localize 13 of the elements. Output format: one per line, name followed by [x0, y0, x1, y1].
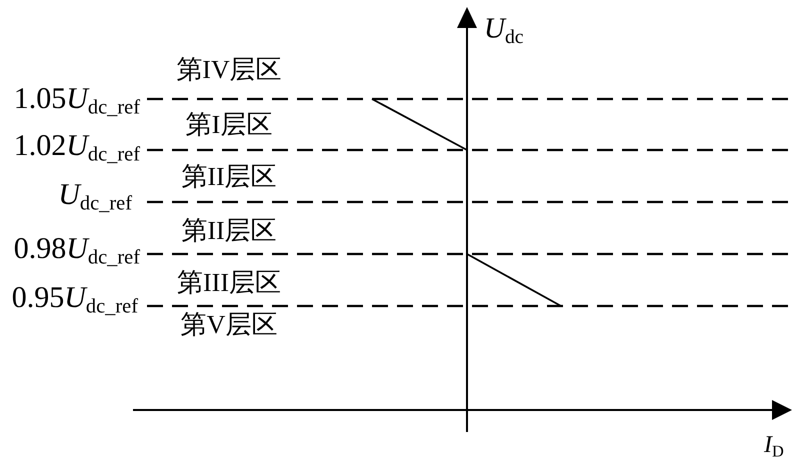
- zone-label: 第I层区: [186, 110, 272, 140]
- tick-label: 1.02U$_{dc_ref}$: [14, 128, 140, 166]
- axis-label: I$_{D}$: [764, 432, 784, 460]
- zone-label: 第II层区: [181, 216, 277, 246]
- zone-label: 第V层区: [180, 310, 278, 340]
- zone-label: 第II层区: [181, 162, 277, 192]
- tick-label: U$_{dc_ref}$: [58, 178, 132, 214]
- tick-label: 0.95U$_{dc_ref}$: [12, 280, 138, 318]
- tick-label: 0.98U$_{dc_ref}$: [14, 232, 140, 268]
- zone-label: 第III层区: [177, 268, 281, 298]
- tick-label: 1.05U$_{dc_ref}$: [14, 82, 140, 118]
- axis-label: U$_{dc}$: [484, 12, 524, 48]
- zone-label: 第IV层区: [176, 55, 282, 85]
